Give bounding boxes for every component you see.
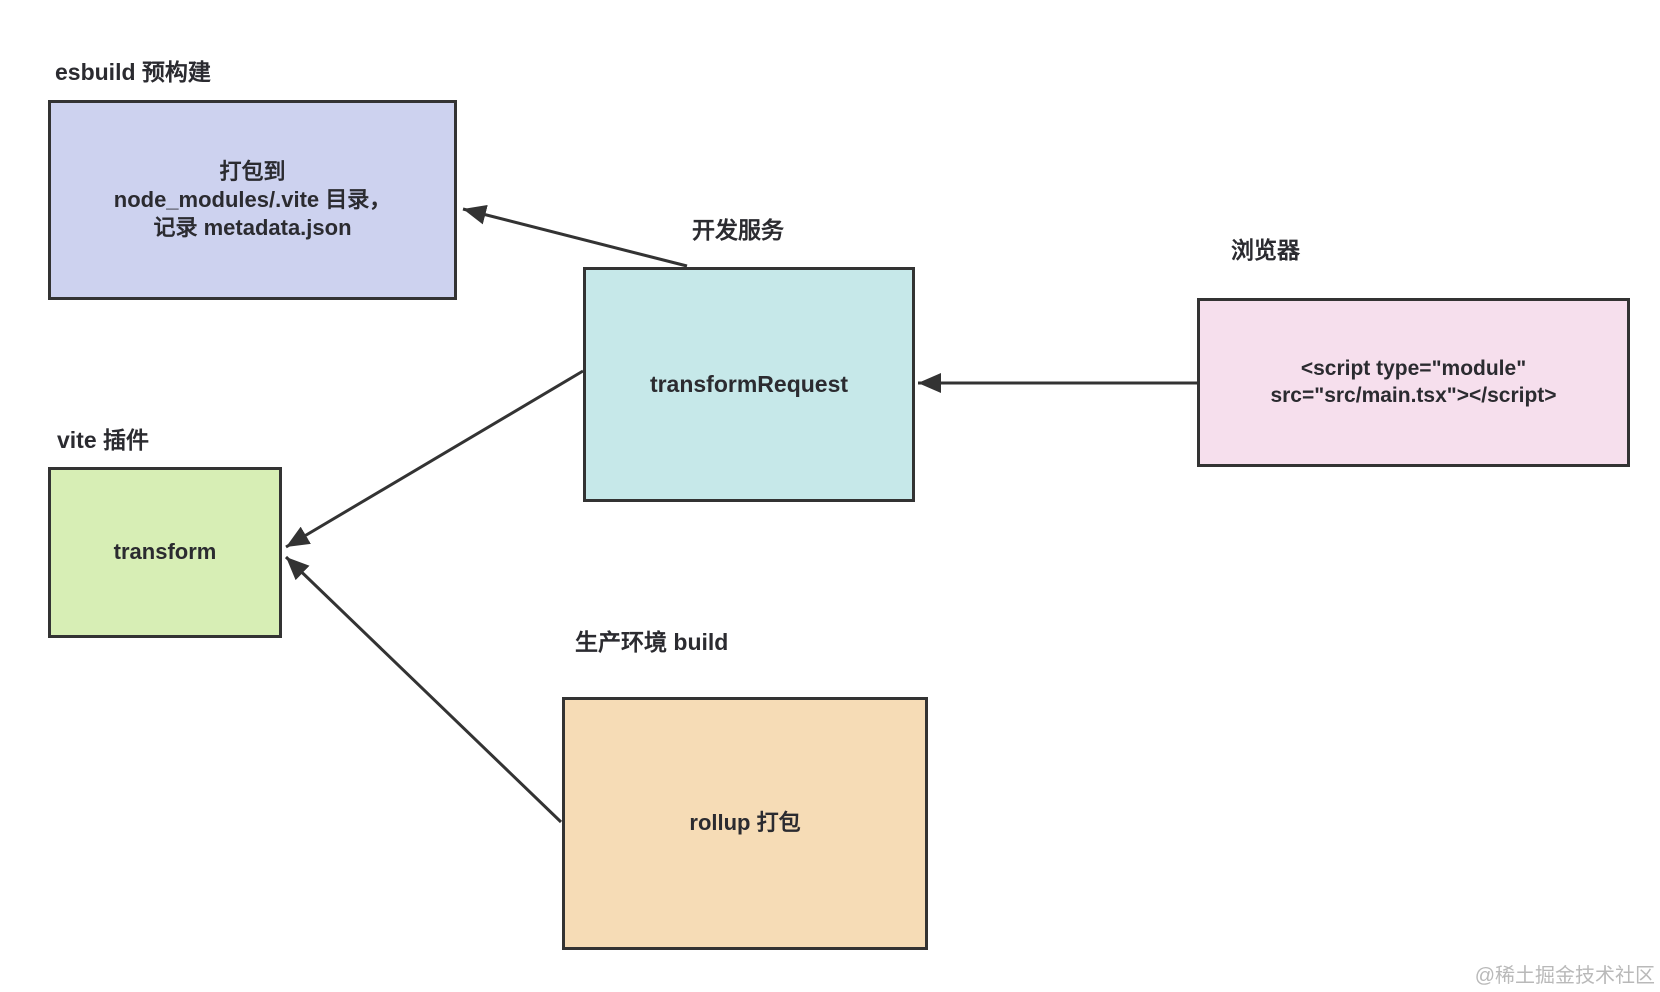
dev-server-label: 开发服务 xyxy=(692,217,784,243)
arrow-prod-build-to-vite-plugin xyxy=(284,555,563,824)
esbuild-prebundle-text-line: 记录 metadata.json xyxy=(153,215,352,241)
browser-text-line: <script type="module" xyxy=(1300,356,1527,380)
vite-plugin-box: transform xyxy=(48,467,282,638)
watermark: @稀土掘金技术社区 xyxy=(1474,965,1655,987)
prod-build-label: 生产环境 build xyxy=(575,629,729,655)
vite-plugin-label: vite 插件 xyxy=(57,427,150,453)
vite-plugin-text: transform xyxy=(113,539,217,565)
prod-build-text: rollup 打包 xyxy=(689,810,801,836)
esbuild-prebundle-text-line: 打包到 xyxy=(219,158,286,184)
dev-server-box: transformRequest xyxy=(583,267,915,502)
esbuild-prebundle-label: esbuild 预构建 xyxy=(55,59,211,85)
esbuild-prebundle-text-line: node_modules/.vite 目录， xyxy=(113,186,392,212)
esbuild-prebundle-box: 打包到 node_modules/.vite 目录， 记录 metadata.j… xyxy=(48,100,457,300)
arrow-dev-server-to-vite-plugin xyxy=(285,369,584,549)
prod-build-box: rollup 打包 xyxy=(562,697,928,950)
dev-server-text: transformRequest xyxy=(649,370,849,397)
browser-text-line: src="src/main.tsx"></script> xyxy=(1270,383,1557,407)
browser-label: 浏览器 xyxy=(1231,237,1300,263)
browser-box: <script type="module" src="src/main.tsx"… xyxy=(1197,298,1630,467)
arrow-dev-server-to-esbuild xyxy=(462,204,688,268)
